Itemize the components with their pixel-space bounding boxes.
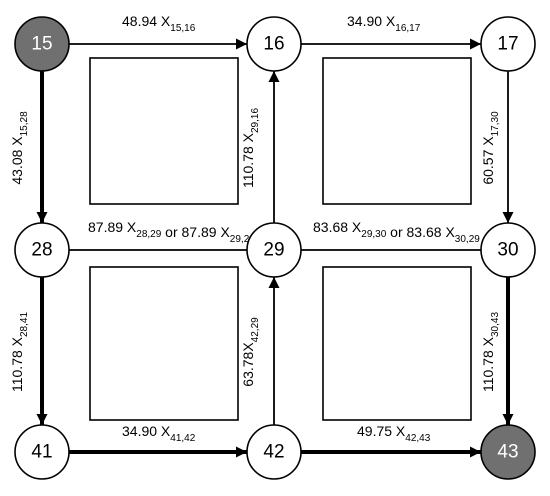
blocks xyxy=(89,57,472,421)
node-42-circle xyxy=(246,424,302,480)
block-top-left xyxy=(89,57,239,205)
node-17-circle xyxy=(480,16,536,72)
edge-label-29-30: 83.68 X29,30 or 83.68 X30,29 xyxy=(313,219,480,245)
edge-label-15-16: 48.94 X15,16 xyxy=(122,13,196,34)
block-top-right xyxy=(322,57,472,205)
edge-label-28-29: 87.89 X28,29 or 87.89 X29,28 xyxy=(88,219,255,245)
node-15: 15 xyxy=(14,16,70,72)
node-15-circle xyxy=(14,16,70,72)
edge-labels: 48.94 X15,16 34.90 X16,17 43.08 X15,28 110.… xyxy=(9,13,501,444)
node-15-label: 15 xyxy=(31,34,52,55)
node-43-circle xyxy=(480,424,536,480)
node-30-circle xyxy=(480,222,536,278)
node-41-label: 41 xyxy=(31,442,52,463)
edge-label-30-43: 110.78 X30,43 xyxy=(480,312,501,392)
edges xyxy=(36,38,514,458)
block-bottom-left xyxy=(89,266,239,421)
node-16: 16 xyxy=(246,16,302,72)
node-29-circle xyxy=(246,222,302,278)
node-16-circle xyxy=(246,16,302,72)
node-42: 42 xyxy=(246,424,302,480)
edge-label-16-17: 34.90 X16,17 xyxy=(347,13,421,34)
node-28-circle xyxy=(14,222,70,278)
node-28-label: 28 xyxy=(31,240,52,261)
node-16-label: 16 xyxy=(263,34,284,55)
node-41: 41 xyxy=(14,424,70,480)
node-30-label: 30 xyxy=(497,240,518,261)
node-17: 17 xyxy=(480,16,536,72)
node-42-label: 42 xyxy=(263,442,284,463)
edge-label-29-16: 110.78 X29,16 xyxy=(240,108,261,188)
node-17-label: 17 xyxy=(497,34,518,55)
node-43-label: 43 xyxy=(497,442,518,463)
nodes: 15 16 17 28 29 30 41 42 43 xyxy=(14,16,536,480)
edge-label-28-41: 110.78 X28,41 xyxy=(9,312,30,392)
edge-label-42-29: 63.78X42,29 xyxy=(240,317,261,387)
edge-label-17-30: 60.57 X17,30 xyxy=(480,111,501,185)
node-43: 43 xyxy=(480,424,536,480)
edge-label-15-28: 43.08 X15,28 xyxy=(9,111,30,185)
node-29-label: 29 xyxy=(263,240,284,261)
node-30: 30 xyxy=(480,222,536,278)
node-28: 28 xyxy=(14,222,70,278)
edge-label-42-43: 49.75 X42,43 xyxy=(357,423,431,444)
node-41-circle xyxy=(14,424,70,480)
node-29: 29 xyxy=(246,222,302,278)
edge-label-41-42: 34.90 X41,42 xyxy=(122,423,196,444)
block-bottom-right xyxy=(322,266,472,421)
